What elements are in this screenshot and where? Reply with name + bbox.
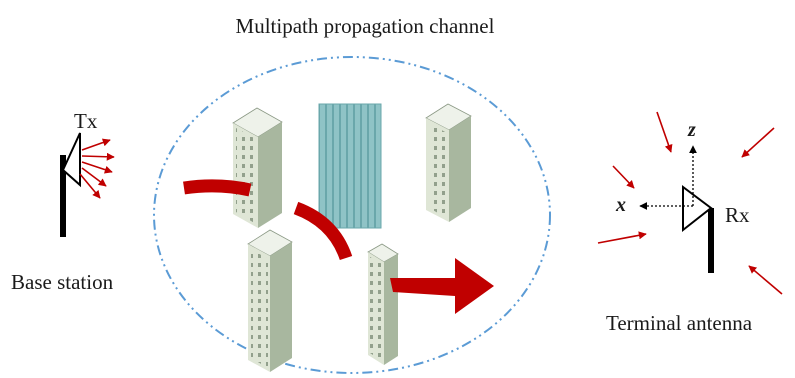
axis-arrows-icon bbox=[639, 145, 697, 210]
rx-label: Rx bbox=[725, 203, 750, 227]
receive-antenna-icon bbox=[682, 185, 714, 273]
base-station-caption: Base station bbox=[11, 270, 114, 294]
terminal-antenna-caption: Terminal antenna bbox=[606, 311, 753, 335]
building-icon bbox=[247, 229, 293, 372]
signal-path-arrow-icon bbox=[183, 179, 494, 314]
building-icon bbox=[232, 107, 283, 228]
transmit-antenna-icon bbox=[60, 132, 115, 237]
axis-z-label: z bbox=[687, 119, 696, 141]
incoming-rays bbox=[597, 111, 783, 295]
diagram-title: Multipath propagation channel bbox=[236, 14, 495, 38]
building-icon bbox=[367, 243, 399, 365]
building-icon bbox=[425, 103, 472, 222]
axis-x-label: x bbox=[615, 194, 626, 216]
building-icon bbox=[318, 103, 382, 229]
tx-label: Tx bbox=[74, 109, 98, 133]
propagation-channel-ellipse bbox=[153, 56, 551, 374]
